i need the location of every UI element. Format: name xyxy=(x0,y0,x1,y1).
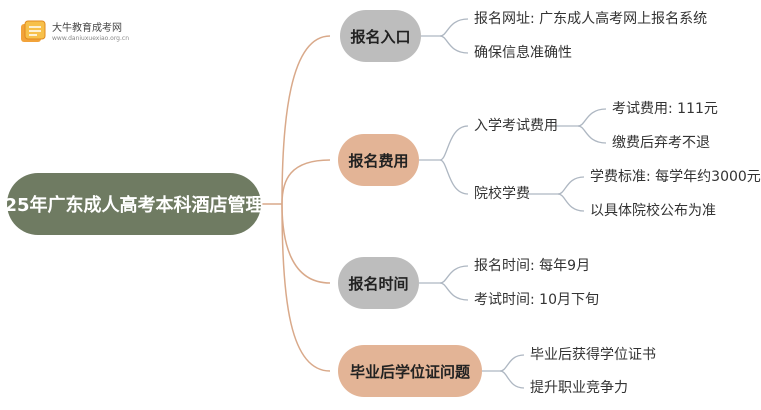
connector-root-branch-2 xyxy=(281,159,331,205)
connector-mid1-l2 xyxy=(577,125,607,144)
connector-b2-c1 xyxy=(439,125,469,161)
site-logo[interactable]: 大牛教育成考网 www.daniuxuexiao.org.cn xyxy=(18,16,168,50)
leaf-degree-certificate: 毕业后获得学位证书 xyxy=(530,347,656,363)
connector-mid2-l2 xyxy=(557,193,585,212)
connector-mid1-l1 xyxy=(577,108,607,127)
connector-b2-c2 xyxy=(439,159,469,195)
connector-b3-c2 xyxy=(439,282,469,301)
logo-name: 大牛教育成考网 xyxy=(52,23,122,34)
connector-b1-c1 xyxy=(439,18,469,37)
logo-url: www.daniuxuexiao.org.cn xyxy=(52,35,129,42)
leaf-registration-website: 报名网址: 广东成人高考网上报名系统 xyxy=(474,11,708,27)
leaf-exam-time: 考试时间: 10月下旬 xyxy=(474,292,599,308)
connector-b1-c2 xyxy=(439,35,469,54)
leaf-career-competitiveness: 提升职业竞争力 xyxy=(530,380,628,396)
root-node: 25年广东成人高考本科酒店管理 xyxy=(4,173,264,235)
leaf-registration-time: 报名时间: 每年9月 xyxy=(474,258,591,274)
connector-b4-c2 xyxy=(499,370,525,389)
branch-node-degree-certificate: 毕业后学位证问题 xyxy=(338,345,482,397)
mid-tuition-fee: 院校学费 xyxy=(474,186,530,202)
branch-node-registration-entry: 报名入口 xyxy=(340,10,421,62)
book-logo-icon xyxy=(21,20,46,42)
mid-entrance-exam-fee: 入学考试费用 xyxy=(474,118,558,134)
leaf-school-announcement: 以具体院校公布为准 xyxy=(590,203,716,219)
branch-node-registration-fee: 报名费用 xyxy=(338,134,419,186)
leaf-exam-fee: 考试费用: 111元 xyxy=(612,101,718,117)
connector-b4-c1 xyxy=(499,354,525,372)
leaf-tuition-standard: 学费标准: 每学年约3000元 xyxy=(590,169,761,185)
leaf-no-refund: 缴费后弃考不退 xyxy=(612,135,710,151)
connector-root-branch-3 xyxy=(281,203,331,284)
branch-node-registration-time: 报名时间 xyxy=(338,257,419,309)
connector-mid2-l1 xyxy=(557,176,585,195)
leaf-ensure-accuracy: 确保信息准确性 xyxy=(474,45,572,61)
connector-root-branch-1 xyxy=(281,35,331,205)
connector-root-branch-4 xyxy=(281,203,331,372)
connector-b3-c1 xyxy=(439,265,469,284)
